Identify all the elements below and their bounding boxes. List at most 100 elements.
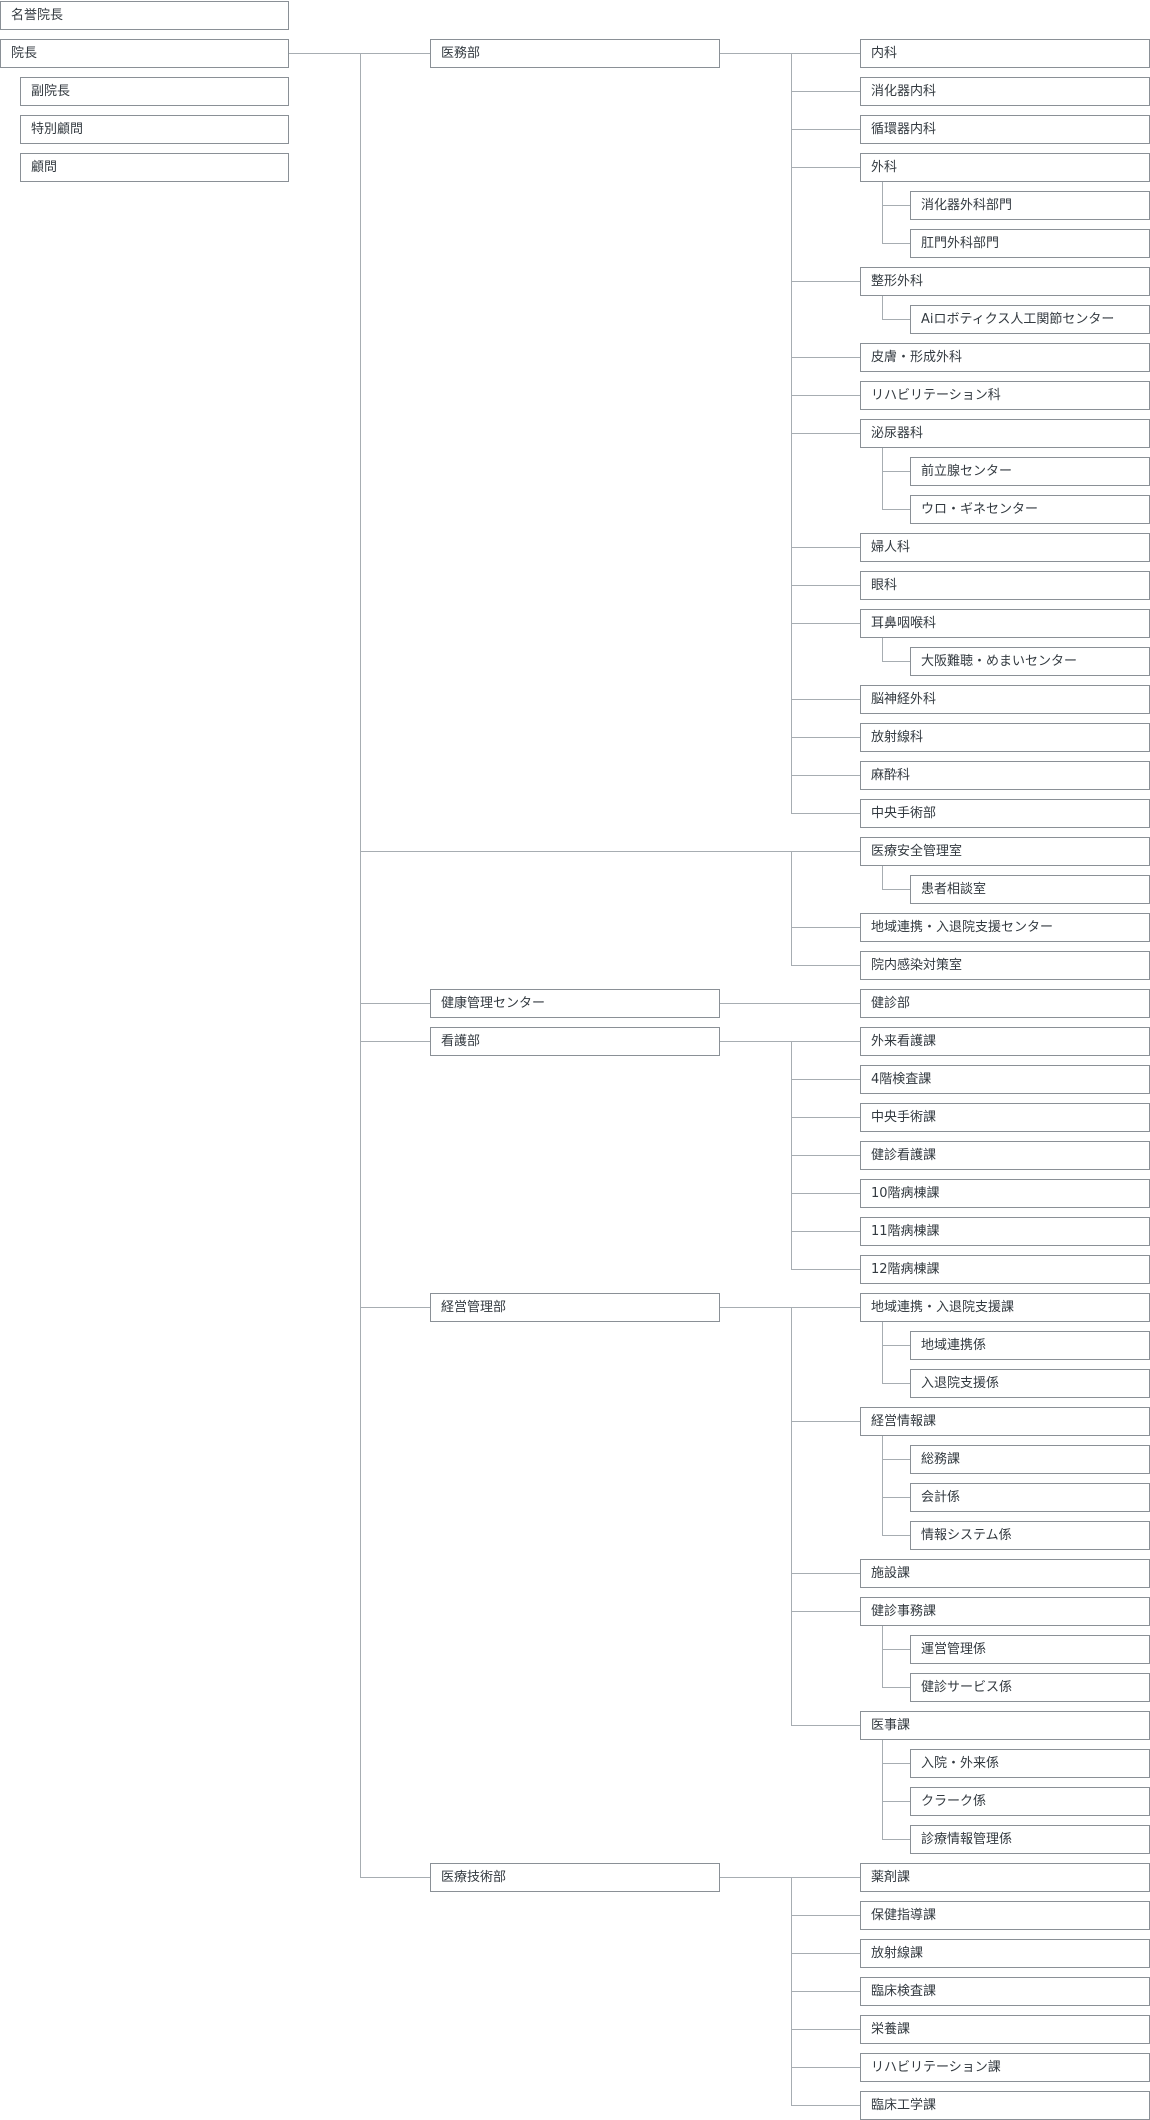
branch-to-unit: [791, 1117, 860, 1118]
branch-to-unit: [791, 129, 860, 130]
division-to-branch: [720, 1041, 791, 1042]
main-trunk: [360, 53, 361, 1878]
unit-box[interactable]: 放射線科: [860, 723, 1150, 752]
unit-box[interactable]: 麻酔科: [860, 761, 1150, 790]
trunk-to-division: [360, 1003, 430, 1004]
unit-box[interactable]: 中央手術課: [860, 1103, 1150, 1132]
sub-unit-box[interactable]: 健診サービス係: [910, 1673, 1150, 1702]
unit-box[interactable]: 循環器内科: [860, 115, 1150, 144]
unit-box[interactable]: 栄養課: [860, 2015, 1150, 2044]
unit-box[interactable]: 脳神経外科: [860, 685, 1150, 714]
division-box-0[interactable]: 医務部: [430, 39, 720, 68]
branch-to-unit: [791, 1079, 860, 1080]
unit-box[interactable]: 薬剤課: [860, 1863, 1150, 1892]
division-to-branch: [720, 53, 791, 54]
branch-to-unit: [791, 1307, 860, 1308]
unit-box[interactable]: 10階病棟課: [860, 1179, 1150, 1208]
unit-box[interactable]: 健診看護課: [860, 1141, 1150, 1170]
sub-unit-box[interactable]: 患者相談室: [910, 875, 1150, 904]
sub-connector: [882, 1535, 910, 1536]
unit-box[interactable]: 耳鼻咽喉科: [860, 609, 1150, 638]
sub-unit-box[interactable]: 診療情報管理係: [910, 1825, 1150, 1854]
unit-box[interactable]: 保健指導課: [860, 1901, 1150, 1930]
unit-box[interactable]: 眼科: [860, 571, 1150, 600]
unit-box[interactable]: 経営情報課: [860, 1407, 1150, 1436]
unit-box[interactable]: 泌尿器科: [860, 419, 1150, 448]
branch-line: [791, 1307, 792, 1726]
sub-unit-box[interactable]: クラーク係: [910, 1787, 1150, 1816]
sub-unit-box[interactable]: 運営管理係: [910, 1635, 1150, 1664]
branch-to-unit: [791, 2105, 860, 2106]
sub-unit-box[interactable]: 会計係: [910, 1483, 1150, 1512]
unit-box[interactable]: リハビリテーション科: [860, 381, 1150, 410]
trunk-to-division: [360, 1877, 430, 1878]
unit-box[interactable]: 臨床検査課: [860, 1977, 1150, 2006]
left-box-1[interactable]: 院長: [0, 39, 289, 68]
unit-box[interactable]: 地域連携・入退院支援センター: [860, 913, 1150, 942]
unit-box[interactable]: 4階検査課: [860, 1065, 1150, 1094]
left-box-3[interactable]: 特別顧問: [20, 115, 289, 144]
sub-stem: [882, 1626, 883, 1688]
division-box-4[interactable]: 経営管理部: [430, 1293, 720, 1322]
sub-unit-box[interactable]: 前立腺センター: [910, 457, 1150, 486]
sub-unit-box[interactable]: 地域連携係: [910, 1331, 1150, 1360]
branch-to-unit: [791, 1231, 860, 1232]
unit-box[interactable]: 医療安全管理室: [860, 837, 1150, 866]
division-box-5[interactable]: 医療技術部: [430, 1863, 720, 1892]
sub-unit-box[interactable]: 入院・外来係: [910, 1749, 1150, 1778]
unit-box[interactable]: 地域連携・入退院支援課: [860, 1293, 1150, 1322]
unit-box[interactable]: 健診部: [860, 989, 1150, 1018]
sub-connector: [882, 1763, 910, 1764]
sub-stem: [882, 1322, 883, 1384]
sub-connector: [882, 1649, 910, 1650]
sub-unit-box[interactable]: 消化器外科部門: [910, 191, 1150, 220]
branch-to-unit: [791, 851, 860, 852]
sub-unit-box[interactable]: 入退院支援係: [910, 1369, 1150, 1398]
unit-box[interactable]: 外来看護課: [860, 1027, 1150, 1056]
branch-line: [791, 851, 792, 966]
branch-to-unit: [791, 1725, 860, 1726]
sub-unit-box[interactable]: Aiロボティクス人工関節センター: [910, 305, 1150, 334]
sub-connector: [882, 509, 910, 510]
left-box-2[interactable]: 副院長: [20, 77, 289, 106]
branch-to-unit: [791, 547, 860, 548]
branch-to-unit: [791, 965, 860, 966]
division-box-2[interactable]: 健康管理センター: [430, 989, 720, 1018]
unit-box[interactable]: 施設課: [860, 1559, 1150, 1588]
unit-box[interactable]: 消化器内科: [860, 77, 1150, 106]
sub-connector: [882, 661, 910, 662]
branch-to-unit: [791, 623, 860, 624]
unit-box[interactable]: 健診事務課: [860, 1597, 1150, 1626]
unit-box[interactable]: リハビリテーション課: [860, 2053, 1150, 2082]
unit-box[interactable]: 11階病棟課: [860, 1217, 1150, 1246]
left-box-4[interactable]: 顧問: [20, 153, 289, 182]
branch-to-unit: [791, 2067, 860, 2068]
unit-box[interactable]: 院内感染対策室: [860, 951, 1150, 980]
sub-unit-box[interactable]: 大阪難聴・めまいセンター: [910, 647, 1150, 676]
sub-connector: [882, 889, 910, 890]
unit-box[interactable]: 臨床工学課: [860, 2091, 1150, 2120]
unit-box[interactable]: 内科: [860, 39, 1150, 68]
sub-unit-box[interactable]: 肛門外科部門: [910, 229, 1150, 258]
unit-box[interactable]: 中央手術部: [860, 799, 1150, 828]
unit-box[interactable]: 12階病棟課: [860, 1255, 1150, 1284]
branch-to-unit: [791, 775, 860, 776]
left-box-0[interactable]: 名誉院長: [0, 1, 289, 30]
unit-box[interactable]: 放射線課: [860, 1939, 1150, 1968]
unit-box[interactable]: 皮膚・形成外科: [860, 343, 1150, 372]
unit-box[interactable]: 医事課: [860, 1711, 1150, 1740]
unit-box[interactable]: 整形外科: [860, 267, 1150, 296]
sub-unit-box[interactable]: 総務課: [910, 1445, 1150, 1474]
branch-to-unit: [791, 357, 860, 358]
division-to-branch: [720, 1307, 791, 1308]
sub-unit-box[interactable]: 情報システム係: [910, 1521, 1150, 1550]
unit-box[interactable]: 外科: [860, 153, 1150, 182]
unit-box[interactable]: 婦人科: [860, 533, 1150, 562]
branch-to-unit: [791, 1155, 860, 1156]
branch-to-unit: [791, 1003, 860, 1004]
branch-to-unit: [791, 737, 860, 738]
division-box-3[interactable]: 看護部: [430, 1027, 720, 1056]
sub-unit-box[interactable]: ウロ・ギネセンター: [910, 495, 1150, 524]
branch-to-unit: [791, 1991, 860, 1992]
sub-connector: [882, 1687, 910, 1688]
